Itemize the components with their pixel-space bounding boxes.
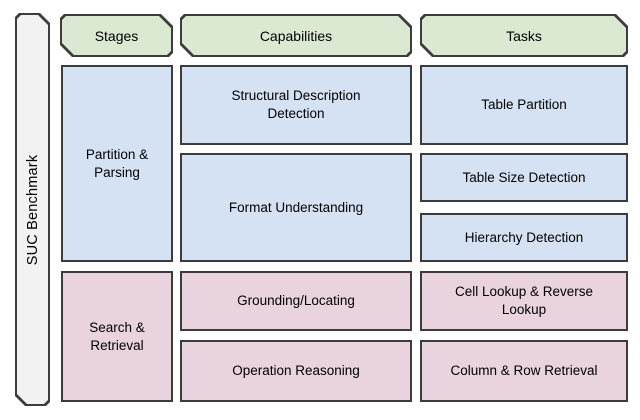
suc-benchmark-label: SUC Benchmark bbox=[24, 154, 41, 265]
capability-structural-description-detection: Structural Description Detection bbox=[180, 65, 412, 145]
task-table-partition: Table Partition bbox=[420, 65, 628, 145]
task-hierarchy-detection: Hierarchy Detection bbox=[420, 213, 628, 262]
header-stages: Stages bbox=[60, 14, 173, 57]
suc-benchmark-bar: SUC Benchmark bbox=[15, 13, 50, 406]
header-capabilities-label: Capabilities bbox=[259, 27, 333, 44]
capability-format-understanding: Format Understanding bbox=[180, 153, 412, 262]
header-tasks-label: Tasks bbox=[506, 27, 542, 44]
header-capabilities: Capabilities bbox=[180, 14, 412, 57]
capability-operation-reasoning: Operation Reasoning bbox=[180, 340, 412, 402]
stage-search-retrieval: Search & Retrieval bbox=[61, 271, 173, 402]
task-column-row-retrieval: Column & Row Retrieval bbox=[420, 340, 628, 402]
task-cell-lookup-reverse-lookup: Cell Lookup & Reverse Lookup bbox=[420, 271, 628, 331]
header-tasks: Tasks bbox=[420, 14, 628, 57]
task-table-size-detection: Table Size Detection bbox=[420, 153, 628, 202]
header-stages-label: Stages bbox=[94, 27, 139, 44]
stage-partition-parsing: Partition & Parsing bbox=[61, 65, 173, 262]
capability-grounding-locating: Grounding/Locating bbox=[180, 271, 412, 331]
